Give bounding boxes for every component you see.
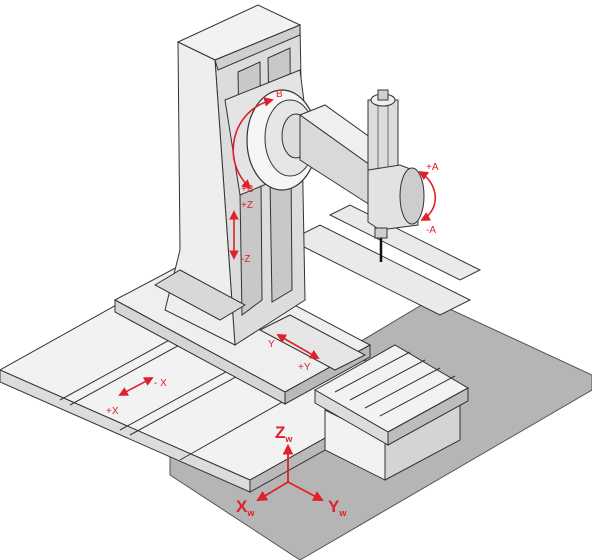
spindle-nose bbox=[374, 227, 388, 239]
world-z-label: Zw bbox=[275, 423, 293, 444]
column-foot bbox=[153, 269, 247, 321]
worktable-side bbox=[387, 387, 469, 446]
world-x-axis-arrow bbox=[256, 481, 289, 502]
label-minus-b: B bbox=[276, 89, 283, 100]
label-plus-a: +A bbox=[426, 162, 439, 173]
label-minus-y: Y bbox=[268, 339, 275, 350]
label-plus-y: +Y bbox=[298, 362, 311, 373]
label-minus-x: - X bbox=[154, 378, 167, 389]
column-front-face bbox=[164, 41, 236, 346]
worktable-slot-2 bbox=[349, 359, 426, 401]
x-axis-arrow bbox=[118, 377, 154, 396]
column-side-face bbox=[214, 24, 301, 71]
worktable-slot-3 bbox=[364, 367, 441, 409]
a-axis-disc bbox=[399, 167, 425, 225]
label-plus-x: +X bbox=[106, 406, 119, 417]
spindle-motor bbox=[367, 99, 399, 171]
rail-right-2 bbox=[328, 204, 482, 281]
world-x-label: Xw bbox=[236, 497, 255, 518]
world-y-label: Yw bbox=[328, 497, 347, 518]
spindle-knob bbox=[377, 89, 389, 101]
b-axis-arrow bbox=[232, 97, 274, 190]
label-minus-z: -Z bbox=[241, 254, 250, 265]
y-axis-arrow bbox=[276, 334, 320, 359]
worktable-slot-1 bbox=[334, 351, 411, 393]
world-y-axis-arrow bbox=[287, 481, 324, 502]
label-plus-b: +B bbox=[241, 184, 254, 195]
worktable-slot-4 bbox=[379, 375, 456, 417]
rail-right bbox=[288, 224, 472, 316]
label-plus-z: +Z bbox=[241, 200, 253, 211]
a-axis-arrow bbox=[418, 170, 436, 221]
label-minus-a: -A bbox=[426, 225, 436, 236]
